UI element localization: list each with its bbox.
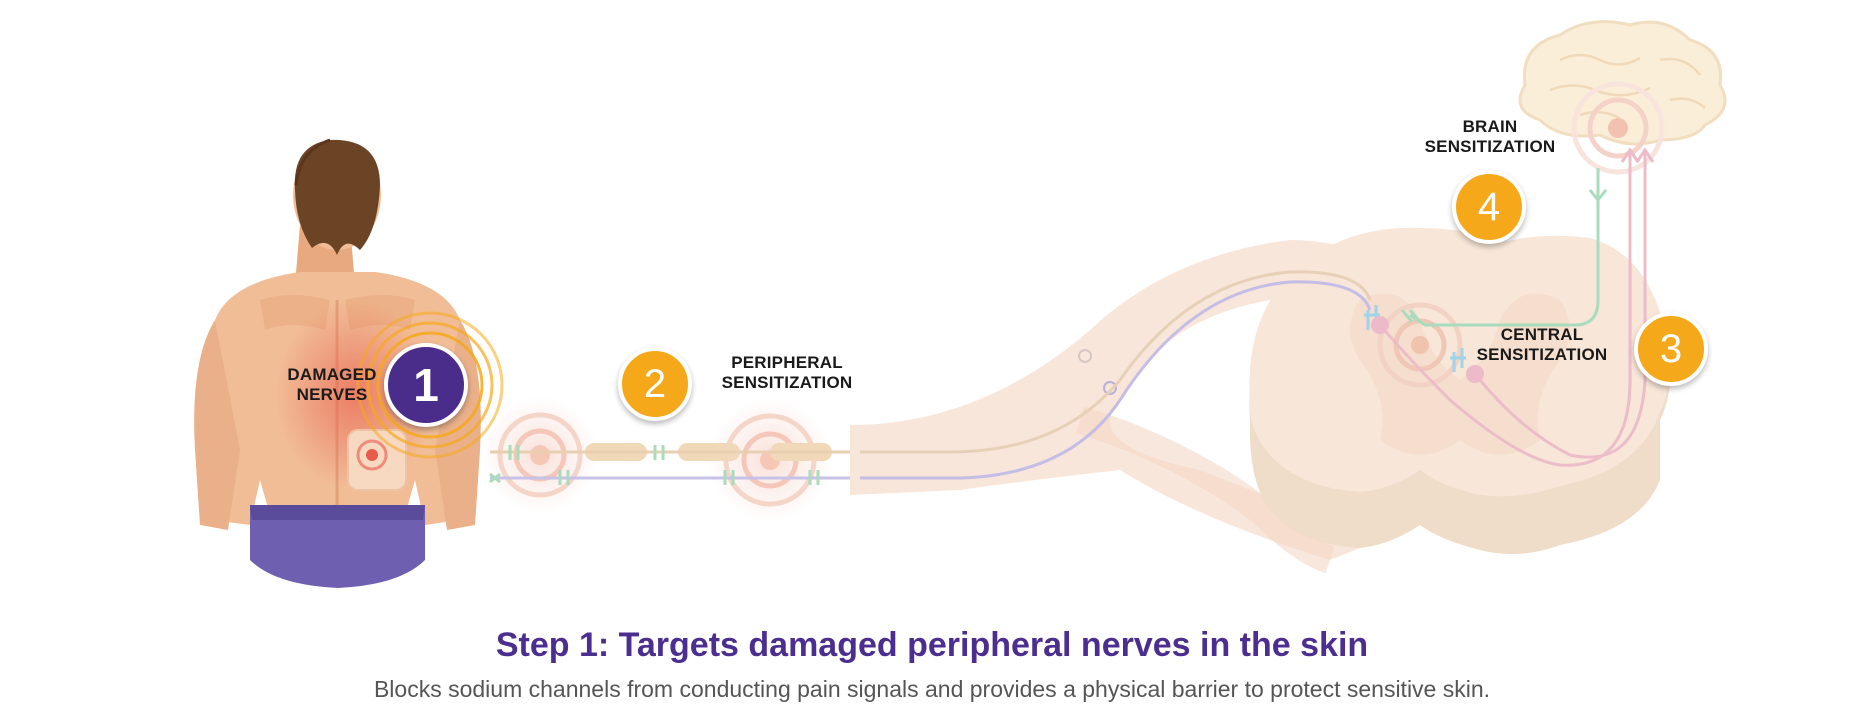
neuron-body [1371,316,1389,334]
neuron-body [1466,365,1484,383]
step-2-badge[interactable]: 2 [618,347,692,421]
step-4-badge[interactable]: 4 [1452,170,1526,244]
label-line: SENSITIZATION [1424,137,1556,156]
label-line: CENTRAL [1500,325,1584,344]
label-line: SENSITIZATION [721,373,853,392]
spinal-cord-section [1249,227,1670,554]
nerve-pathways [860,147,1655,480]
label-line: NERVES [296,385,368,404]
pulse-rings-step1 [356,311,504,459]
label-line: PERIPHERAL [731,353,843,372]
label-line: DAMAGED [287,365,377,384]
step-description: Blocks sodium channels from conducting p… [373,676,1491,702]
damaged-nerves-label: DAMAGED NERVES [272,365,392,405]
step-3-badge[interactable]: 3 [1634,312,1708,386]
step-title: Step 1: Targets damaged peripheral nerve… [495,626,1369,664]
spinal-nerve-roots [850,240,1400,574]
label-line: SENSITIZATION [1476,345,1608,364]
step-1-badge[interactable]: 1 [384,343,468,427]
brain-sensitization-label: BRAIN SENSITIZATION [1410,117,1570,157]
central-sensitization-label: CENTRAL SENSITIZATION [1462,325,1622,365]
brain-icon [1518,20,1727,175]
label-line: BRAIN [1462,117,1518,136]
peripheral-sensitization-label: PERIPHERAL SENSITIZATION [707,353,867,393]
